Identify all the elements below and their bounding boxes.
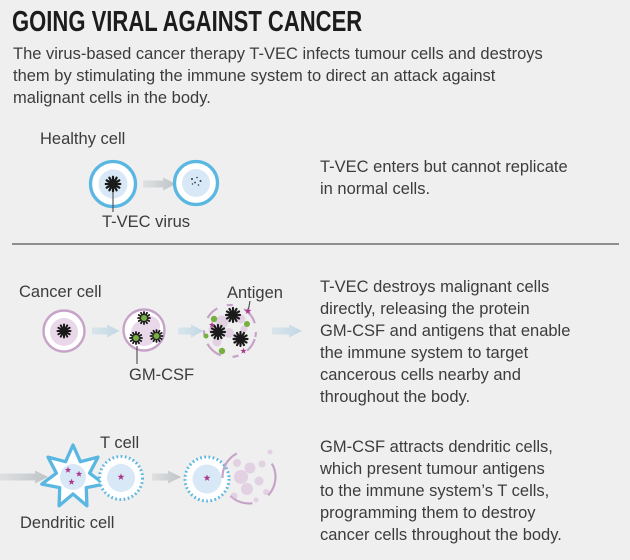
tvec-virus-label: T-VEC virus: [102, 213, 191, 231]
gmcsf-label: GM-CSF: [129, 366, 195, 384]
cancer-cell-diagram: [42, 300, 302, 364]
cancer-cell-bursting: [202, 303, 258, 359]
cancer-cell-label: Cancer cell: [19, 283, 102, 301]
t-cell-label: T cell: [100, 434, 140, 452]
cancer-cell-infected: [42, 309, 86, 353]
dying-cancer-cell: [221, 449, 277, 505]
section-divider: [12, 243, 619, 245]
dendritic-cell-label: Dendritic cell: [20, 514, 115, 532]
cancer-row-caption: T-VEC destroys malignant cells directly,…: [320, 278, 571, 406]
dendritic-row-caption: GM-CSF attracts dendritic cells, which p…: [320, 438, 562, 544]
t-cell-attacking: [183, 455, 231, 503]
healthy-cell-diagram: [88, 159, 220, 212]
arrow-right-icon: [143, 177, 176, 191]
antigen-pointer-line: [247, 300, 251, 310]
cancer-cell-replicating: [122, 308, 166, 352]
virus-debris-icon: [191, 176, 202, 186]
page-title: GOING VIRAL AGAINST CANCER: [12, 6, 363, 38]
dendritic-cell-diagram: [0, 443, 277, 508]
gmcsf-virus-icon: [129, 311, 164, 345]
healthy-row-caption: T-VEC enters but cannot replicate in nor…: [320, 158, 568, 198]
arrow-right-icon: [92, 324, 120, 338]
arrow-right-icon: [152, 470, 181, 484]
cell-fragment-blobs: [230, 449, 273, 503]
arrow-right-icon: [0, 470, 48, 484]
dendritic-cell: [40, 443, 106, 508]
healthy-cell-cleared: [172, 159, 220, 207]
t-cell-primed: [98, 455, 144, 501]
arrow-right-icon: [272, 324, 302, 338]
antigen-label: Antigen: [227, 284, 283, 302]
healthy-cell-label: Healthy cell: [40, 130, 126, 148]
gmcsf-protein-dots: [203, 315, 250, 355]
intro-text: The virus-based cancer therapy T-VEC inf…: [13, 45, 543, 107]
arrow-right-icon: [178, 324, 204, 338]
